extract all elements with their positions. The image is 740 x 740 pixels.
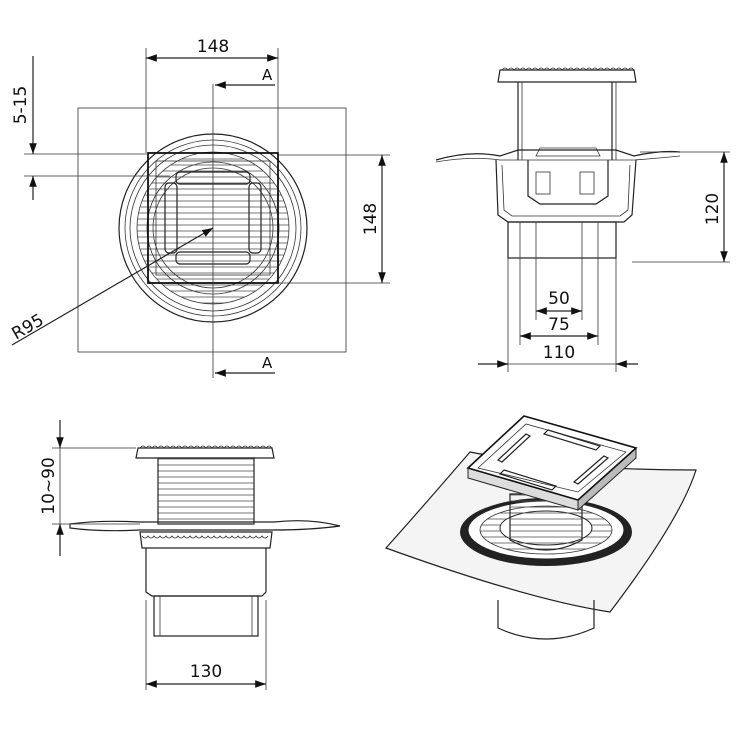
plan-membrane-outline xyxy=(77,107,347,353)
side-outlet xyxy=(153,595,259,637)
iso-ribbed-extension xyxy=(509,493,583,551)
dim-label-5-15: 5-15 xyxy=(11,86,31,125)
section-trap xyxy=(527,160,609,205)
dim-label-148-top: 148 xyxy=(197,37,229,57)
side-body xyxy=(145,548,267,597)
dim-line-r95 xyxy=(11,227,214,346)
section-marker-top: A xyxy=(262,66,273,84)
dim-label-120: 120 xyxy=(703,193,723,225)
dim-label-75: 75 xyxy=(548,315,570,335)
side-membrane xyxy=(69,520,341,532)
side-collar xyxy=(139,531,273,549)
dim-label-10-90: 10~90 xyxy=(39,457,59,515)
section-body xyxy=(495,159,637,223)
section-outlet xyxy=(507,221,617,259)
dim-label-110: 110 xyxy=(543,343,575,363)
dim-label-148-side: 148 xyxy=(361,203,381,235)
side-grate xyxy=(135,447,275,459)
iso-outlet xyxy=(497,600,595,640)
section-view: 120 50 75 110 xyxy=(435,67,730,372)
section-marker-bottom: A xyxy=(262,354,273,372)
plan-view: 148 148 5-15 R95 A A xyxy=(9,37,390,378)
isometric-view xyxy=(384,415,697,640)
dim-label-50: 50 xyxy=(548,289,570,309)
iso-slot xyxy=(542,429,602,451)
dim-label-130: 130 xyxy=(190,662,222,682)
dim-label-r95: R95 xyxy=(9,310,48,344)
side-ribbed-extension xyxy=(157,457,255,525)
side-view: 10~90 130 xyxy=(39,420,341,690)
section-grate-top xyxy=(497,69,637,83)
